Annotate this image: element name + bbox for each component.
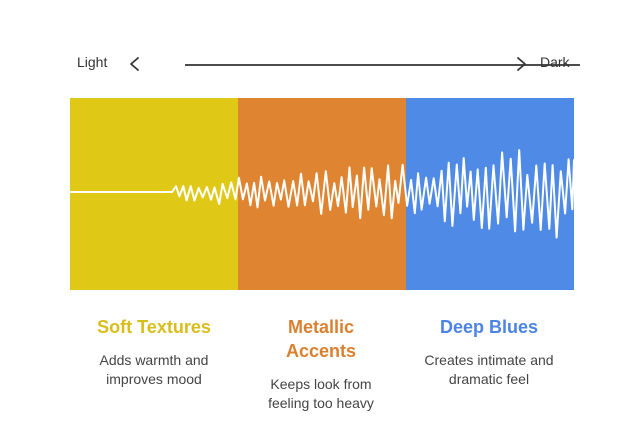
scale-label-dark: Dark — [540, 54, 570, 70]
caption-deep-blues: Deep Blues Creates intimate and dramatic… — [405, 315, 573, 389]
caption-soft-textures: Soft Textures Adds warmth and improves m… — [70, 315, 238, 389]
scale-label-light: Light — [77, 54, 108, 70]
section-description-metallic-accents: Keeps look from feeling too heavy — [268, 376, 374, 411]
chevron-right-icon — [517, 57, 526, 71]
section-title-soft-textures: Soft Textures — [97, 317, 211, 337]
section-description-soft-textures: Adds warmth and improves mood — [99, 352, 209, 387]
section-title-deep-blues: Deep Blues — [439, 317, 539, 337]
chevron-left-icon — [130, 57, 139, 71]
caption-metallic-accents: Metallic Accents Keeps look from feeling… — [237, 315, 405, 413]
section-description-deep-blues: Creates intimate and dramatic feel — [424, 352, 554, 387]
section-title-metallic-accents: Metallic Accents — [285, 317, 357, 361]
waveform-line — [70, 149, 575, 239]
